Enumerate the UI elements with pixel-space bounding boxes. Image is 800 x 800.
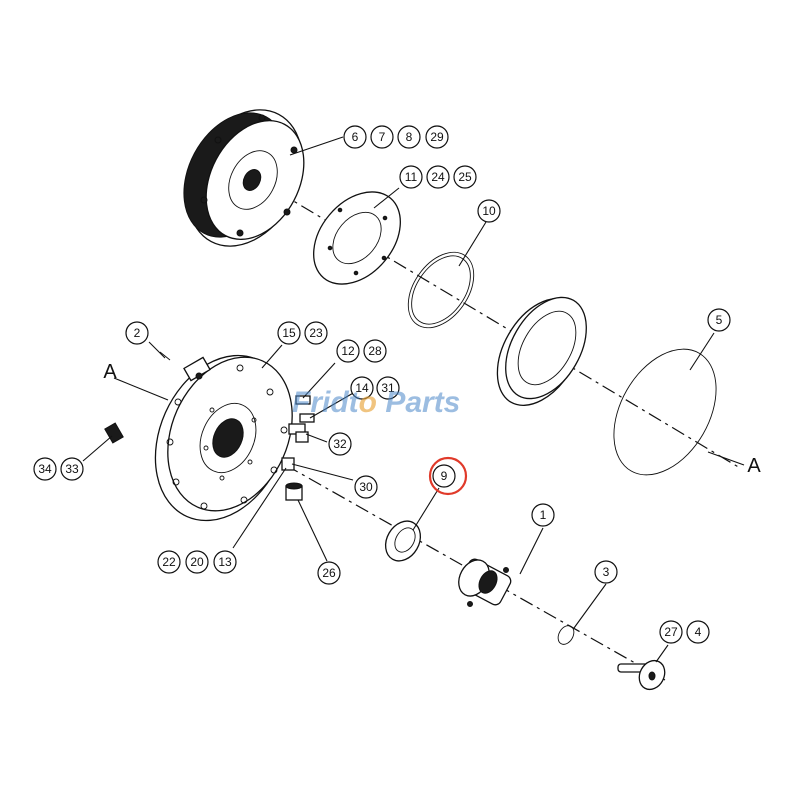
converter-assembly xyxy=(183,109,305,247)
svg-text:4: 4 xyxy=(695,625,702,639)
svg-text:15: 15 xyxy=(282,326,296,340)
callout-9-highlight-ring xyxy=(428,456,468,496)
callout-5: 5 xyxy=(707,308,731,332)
svg-text:14: 14 xyxy=(355,381,369,395)
callout-22: 22 xyxy=(157,550,181,574)
callout-4: 4 xyxy=(686,620,710,644)
svg-text:5: 5 xyxy=(716,313,723,327)
callout-20: 20 xyxy=(185,550,209,574)
callout-32: 32 xyxy=(328,432,352,456)
plate-part xyxy=(313,191,401,285)
svg-text:20: 20 xyxy=(190,555,204,569)
callout-1: 1 xyxy=(531,503,555,527)
callout-30: 30 xyxy=(354,475,378,499)
shaft-part xyxy=(617,659,666,691)
callout-2: 2 xyxy=(125,321,149,345)
callout-29: 29 xyxy=(425,125,449,149)
svg-text:13: 13 xyxy=(218,555,232,569)
callout-15: 15 xyxy=(277,321,301,345)
svg-text:8: 8 xyxy=(406,130,413,144)
svg-text:3: 3 xyxy=(603,565,610,579)
seal-9 xyxy=(384,520,422,562)
svg-text:12: 12 xyxy=(341,344,355,358)
callout-24: 24 xyxy=(426,165,450,189)
callout-7: 7 xyxy=(370,125,394,149)
section-marker-a-right: A xyxy=(747,455,761,477)
svg-text:6: 6 xyxy=(352,130,359,144)
callout-23: 23 xyxy=(304,321,328,345)
callout-26: 26 xyxy=(317,561,341,585)
svg-text:11: 11 xyxy=(405,170,418,184)
svg-text:30: 30 xyxy=(359,480,373,494)
callout-3: 3 xyxy=(594,560,618,584)
watermark-logo: Fridto Parts xyxy=(292,386,460,419)
pump-housing xyxy=(154,354,293,522)
svg-text:26: 26 xyxy=(322,566,336,580)
callout-27: 27 xyxy=(659,620,683,644)
svg-text:9: 9 xyxy=(441,469,448,483)
callout-6: 6 xyxy=(343,125,367,149)
svg-text:23: 23 xyxy=(309,326,323,340)
svg-text:1: 1 xyxy=(540,508,547,522)
callout-31: 31 xyxy=(376,376,400,400)
callout-11: 11 xyxy=(399,165,423,189)
callout-28: 28 xyxy=(363,339,387,363)
svg-text:25: 25 xyxy=(458,170,472,184)
callout-25: 25 xyxy=(453,165,477,189)
svg-text:7: 7 xyxy=(379,130,386,144)
svg-text:10: 10 xyxy=(482,204,496,218)
callout-8: 8 xyxy=(397,125,421,149)
callout-33: 33 xyxy=(60,457,84,481)
svg-text:22: 22 xyxy=(162,555,176,569)
leader-lines xyxy=(82,136,745,663)
o-ring-5 xyxy=(613,348,717,476)
callout-10: 10 xyxy=(477,199,501,223)
section-marker-a-left: A xyxy=(103,361,117,383)
small-fittings xyxy=(104,351,315,501)
svg-text:29: 29 xyxy=(430,130,444,144)
callout-14: 14 xyxy=(350,376,374,400)
svg-text:31: 31 xyxy=(381,381,395,395)
svg-text:24: 24 xyxy=(431,170,445,184)
o-ring-10 xyxy=(407,251,475,329)
svg-text:28: 28 xyxy=(368,344,382,358)
callout-13: 13 xyxy=(213,550,237,574)
callout-9: 9 xyxy=(432,464,456,488)
svg-text:33: 33 xyxy=(65,462,79,476)
o-ring-3 xyxy=(557,625,575,645)
seal-ring xyxy=(496,296,587,407)
svg-text:34: 34 xyxy=(38,462,52,476)
bearing-support-1 xyxy=(458,558,512,607)
svg-text:32: 32 xyxy=(333,437,347,451)
svg-text:27: 27 xyxy=(664,625,678,639)
callout-12: 12 xyxy=(336,339,360,363)
callout-34: 34 xyxy=(33,457,57,481)
svg-text:2: 2 xyxy=(134,326,141,340)
